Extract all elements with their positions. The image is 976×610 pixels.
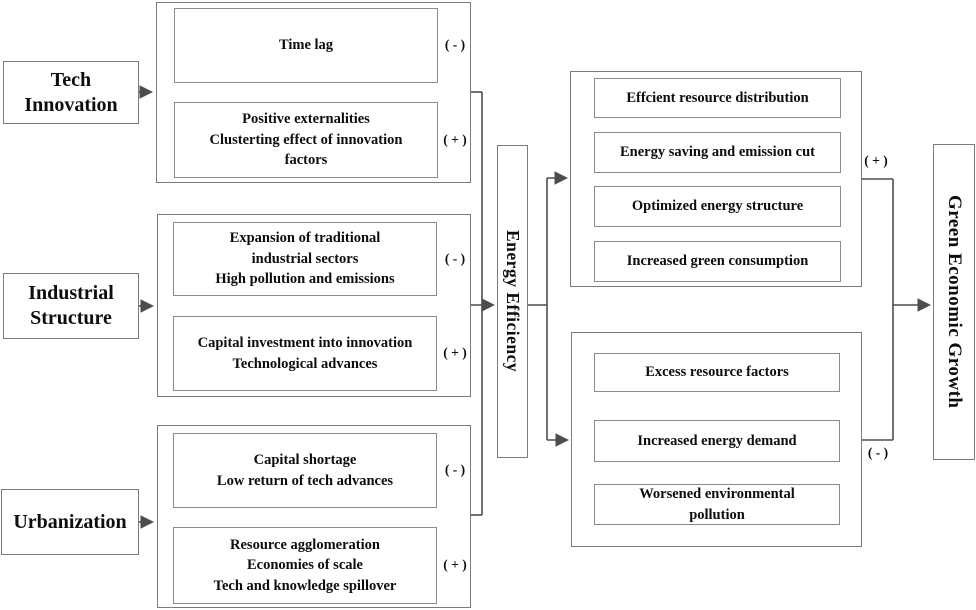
outcome-box: Energy saving and emission cut bbox=[594, 132, 841, 173]
mechanism-group-tech-innovation: Time lag ( - ) Positive externalities Cl… bbox=[156, 2, 471, 183]
sign-negative: ( - ) bbox=[444, 37, 466, 52]
mechanism-text: Capital investment into innovation Techn… bbox=[197, 334, 413, 372]
sign-negative: ( - ) bbox=[444, 251, 466, 266]
mechanism-box: Capital shortage Low return of tech adva… bbox=[173, 433, 437, 508]
outcome-box: Increased energy demand bbox=[594, 420, 840, 462]
mechanism-text: Positive externalities Clusterting effec… bbox=[209, 111, 403, 169]
mechanism-box: Expansion of traditional industrial sect… bbox=[173, 222, 437, 296]
outcome-group-negative: Excess resource factors Increased energy… bbox=[571, 332, 862, 547]
outcome-text: Worsened environmental pollution bbox=[639, 485, 795, 523]
outcome-box: Worsened environmental pollution bbox=[594, 484, 840, 525]
sign-negative: ( - ) bbox=[867, 445, 889, 460]
sign-positive: ( + ) bbox=[443, 557, 467, 572]
factor-box-industrial-structure: Industrial Structure bbox=[3, 273, 139, 339]
mechanism-group-urbanization: Capital shortage Low return of tech adva… bbox=[157, 425, 471, 608]
outcome-text: Increased energy demand bbox=[637, 432, 797, 449]
mechanism-box: Time lag bbox=[174, 8, 438, 83]
sign-positive: ( + ) bbox=[443, 345, 467, 360]
mechanism-group-industrial-structure: Expansion of traditional industrial sect… bbox=[157, 214, 471, 397]
mechanism-text: Capital shortage Low return of tech adva… bbox=[216, 451, 394, 489]
factor-label: Industrial Structure bbox=[28, 282, 114, 329]
outcome-box: Increased green consumption bbox=[594, 241, 841, 282]
factor-box-urbanization: Urbanization bbox=[1, 489, 139, 555]
factor-label: Tech Innovation bbox=[24, 68, 118, 116]
outcome-text: Optimized energy structure bbox=[631, 198, 804, 215]
outcome-text: Excess resource factors bbox=[645, 364, 789, 381]
factor-box-tech-innovation: Tech Innovation bbox=[3, 61, 139, 124]
sign-positive: ( + ) bbox=[864, 153, 888, 168]
outcome-box: Excess resource factors bbox=[594, 353, 840, 392]
mechanism-box: Positive externalities Clusterting effec… bbox=[174, 102, 438, 178]
outcome-text: Energy saving and emission cut bbox=[620, 144, 815, 161]
mechanism-box: Resource agglomeration Economies of scal… bbox=[173, 527, 437, 604]
sign-positive: ( + ) bbox=[443, 132, 467, 147]
outcome-text: Effcient resource distribution bbox=[626, 89, 809, 106]
mechanism-text: Expansion of traditional industrial sect… bbox=[215, 230, 395, 288]
mediator-box-energy-efficiency: Energy Efficiency bbox=[497, 145, 528, 458]
sign-negative: ( - ) bbox=[444, 462, 466, 477]
mechanism-box: Capital investment into innovation Techn… bbox=[173, 316, 437, 391]
factor-label: Urbanization bbox=[13, 510, 127, 533]
outcome-box: Optimized energy structure bbox=[594, 186, 841, 227]
mediator-label: Energy Efficiency bbox=[503, 230, 523, 373]
outcome-group-positive: Effcient resource distribution Energy sa… bbox=[570, 71, 862, 287]
mechanism-text: Resource agglomeration Economies of scal… bbox=[213, 536, 397, 594]
outcome-text: Increased green consumption bbox=[626, 253, 809, 270]
target-box-green-economic-growth: Green Economic Growth bbox=[933, 144, 975, 460]
target-label: Green Economic Growth bbox=[944, 195, 965, 409]
outcome-box: Effcient resource distribution bbox=[594, 78, 841, 118]
mechanism-text: Time lag bbox=[278, 37, 334, 54]
